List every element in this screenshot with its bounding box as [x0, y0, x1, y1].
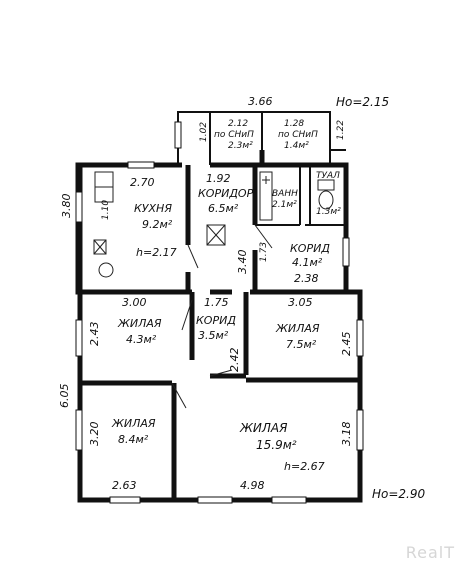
living2-name: ЖИЛАЯ — [275, 322, 320, 335]
dim-outer-right-upper: 1.22 — [336, 120, 346, 140]
porch2-area: 1.4м² — [284, 141, 309, 151]
dim-living3-w: 2.63 — [112, 479, 137, 492]
living2-area: 7.5м² — [286, 338, 317, 351]
window-living4-right — [356, 409, 364, 451]
dim-porch-vert: 1.02 — [199, 122, 209, 142]
corridor-name: КОРИДОР — [198, 187, 254, 200]
porch1-name: по СНиП — [214, 130, 254, 140]
dim-corridor3-w: 1.75 — [204, 296, 229, 309]
door-living4 — [209, 369, 233, 377]
dim-kitchen-side: 1.10 — [101, 200, 111, 220]
dim-outer-left-upper: 3.80 — [60, 194, 73, 219]
window-porch-left — [174, 121, 182, 149]
toilet-icon — [317, 179, 335, 191]
ceiling-height-bottom: Hо=2.90 — [372, 487, 426, 501]
living4-area: 15.9м² — [256, 438, 297, 452]
living3-name: ЖИЛАЯ — [111, 417, 156, 430]
kitchen-height: h=2.17 — [136, 246, 177, 259]
door-corridor3 — [181, 299, 193, 331]
porch-partition — [209, 112, 263, 165]
window-living4-bottom-2 — [271, 496, 307, 504]
kitchen-name: КУХНЯ — [134, 202, 172, 215]
living3-area: 8.4м² — [118, 433, 149, 446]
corridor2-area: 4.1м² — [292, 256, 323, 269]
dim-living2-w: 3.05 — [288, 296, 313, 309]
corridor2-name: КОРИД — [290, 242, 330, 255]
dim-outer-left-lower: 6.05 — [58, 384, 71, 409]
window-living1-left — [75, 319, 83, 357]
corridor3-name: КОРИД — [196, 314, 236, 327]
wc-area: 1.3м² — [316, 207, 341, 217]
dim-corridor2-w: 2.38 — [294, 272, 319, 285]
living1-area: 4.3м² — [126, 333, 157, 346]
dim-bath-h: 1.73 — [259, 242, 269, 262]
dim-living1-w: 3.00 — [122, 296, 147, 309]
window-living4-bottom-1 — [197, 496, 233, 504]
labels: Hо=2.15 Hо=2.90 3.66 3.80 6.05 1.22 2.12… — [58, 95, 426, 501]
lower-wall — [80, 373, 360, 386]
hatch-icon — [206, 224, 226, 246]
watermark: RealT — [405, 543, 455, 562]
dim-living1-h: 2.43 — [88, 322, 101, 347]
living4-name: ЖИЛАЯ — [239, 421, 288, 435]
porch2-name: по СНиП — [278, 130, 318, 140]
door-kitchen — [187, 244, 199, 269]
window-living2-right — [356, 319, 364, 357]
boiler-icon — [98, 262, 114, 278]
dim-outer-top: 3.66 — [248, 95, 273, 108]
dim-living3-h: 3.20 — [88, 422, 101, 447]
fixtures — [93, 171, 335, 409]
ceiling-height-top: Hо=2.15 — [336, 95, 389, 109]
windows — [75, 121, 364, 504]
bath-name: ВАНН — [272, 189, 298, 199]
door-living3 — [171, 382, 187, 409]
bathtub-icon — [259, 171, 273, 221]
dim-corridor3-h: 2.42 — [228, 348, 241, 373]
dim-corridor-h: 3.40 — [236, 250, 249, 275]
corridor3-area: 3.5м² — [198, 329, 229, 342]
dim-living4-h: 3.18 — [340, 422, 353, 447]
window-kitchen-top — [127, 161, 155, 169]
living1-name: ЖИЛАЯ — [117, 317, 162, 330]
dim-kitchen-w: 2.70 — [130, 176, 155, 189]
window-living3-left — [75, 409, 83, 451]
dim-living2-h: 2.45 — [340, 332, 353, 357]
corridor-area: 6.5м² — [208, 202, 239, 215]
dim-porch1-w: 2.12 — [228, 119, 248, 129]
living4-height: h=2.67 — [284, 460, 325, 473]
dim-living4-w: 4.98 — [240, 479, 265, 492]
porch1-area: 2.3м² — [228, 141, 253, 151]
window-kitchen-left — [75, 191, 83, 223]
door-corridor2 — [254, 224, 273, 249]
dim-porch2-w: 1.28 — [284, 119, 304, 129]
wc-name: ТУАЛ — [316, 171, 340, 181]
window-corridor2-right — [342, 237, 350, 267]
bath-wall — [255, 165, 346, 226]
kitchen-area: 9.2м² — [142, 218, 173, 231]
window-living3-bottom — [109, 496, 141, 504]
dim-corridor-w: 1.92 — [206, 172, 231, 185]
bath-area: 2.1м² — [272, 200, 297, 210]
sink-icon — [93, 239, 107, 255]
